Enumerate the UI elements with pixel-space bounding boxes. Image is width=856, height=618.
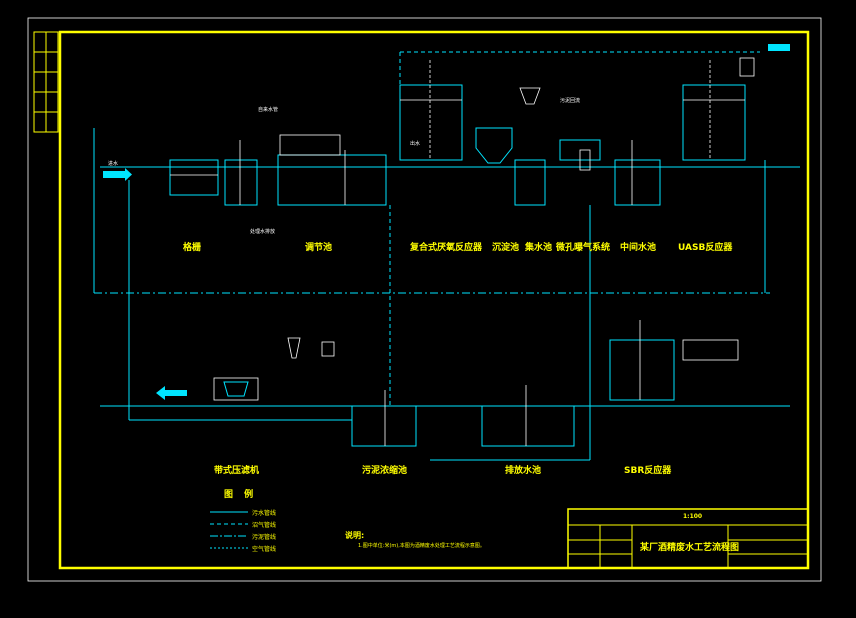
legend-item-0: 污水管线 — [252, 510, 277, 517]
drawing-frame — [58, 30, 810, 570]
unit-label-thickener: 污泥浓缩池 — [362, 466, 408, 476]
pipe-label-discharge: 处理水排放 — [250, 229, 276, 235]
collection-well — [224, 140, 258, 206]
legend — [210, 511, 248, 549]
polymer-dosing — [287, 337, 335, 359]
scale-note: 1:100 — [683, 513, 703, 520]
regulating-tank — [277, 134, 387, 206]
unit-label-belt-press: 带式压滤机 — [214, 466, 260, 476]
inlet-arrow — [103, 168, 132, 181]
legend-item-3: 空气管线 — [252, 546, 277, 553]
aeration-system — [559, 139, 601, 171]
discharge-tank — [481, 385, 575, 447]
legend-item-1: 沼气管线 — [252, 522, 277, 529]
unit-label-grille: 格栅 — [183, 243, 202, 253]
note-text: 1.图中单位:米(m),本图为酒精废水处理工艺流程示意图。 — [358, 543, 485, 549]
middle-tank — [614, 140, 661, 206]
sludge-thickener — [351, 390, 417, 447]
belt-filter-press — [156, 377, 259, 401]
drawing-title: 某厂酒精废水工艺流程图 — [640, 543, 740, 553]
binding-strip — [33, 31, 59, 133]
anaerobic-reactor — [399, 60, 463, 161]
unit-label-uasb: UASB反应器 — [678, 243, 733, 253]
note-title: 说明: — [345, 531, 365, 540]
unit-label-aeration: 微孔曝气系统 — [556, 243, 611, 253]
sedimentation-tank — [475, 87, 546, 206]
unit-label-sedimentation: 沉淀池 — [492, 243, 520, 253]
unit-label-middle: 中间水池 — [620, 243, 657, 253]
unit-label-sbr: SBR反应器 — [624, 466, 672, 476]
legend-title: 图 例 — [224, 490, 258, 500]
pipe-label-inlet: 进水 — [108, 161, 119, 167]
unit-label-discharge: 排放水池 — [505, 466, 542, 476]
grille-tank — [169, 159, 219, 196]
pipe-label-tapwater: 自来水管 — [258, 107, 279, 113]
uasb-reactor — [682, 44, 790, 161]
unit-label-anaerobic: 复合式厌氧反应器 — [410, 243, 483, 253]
unit-label-collection: 集水池 — [525, 243, 553, 253]
sbr-reactor — [609, 320, 739, 401]
title-block — [567, 508, 809, 569]
legend-item-2: 污泥管线 — [252, 534, 277, 541]
pipe-label-outlet: 出水 — [410, 141, 421, 147]
pipe-label-return: 污泥回流 — [560, 98, 581, 104]
unit-label-regulating: 调节池 — [305, 243, 333, 253]
outer-border — [27, 17, 822, 582]
